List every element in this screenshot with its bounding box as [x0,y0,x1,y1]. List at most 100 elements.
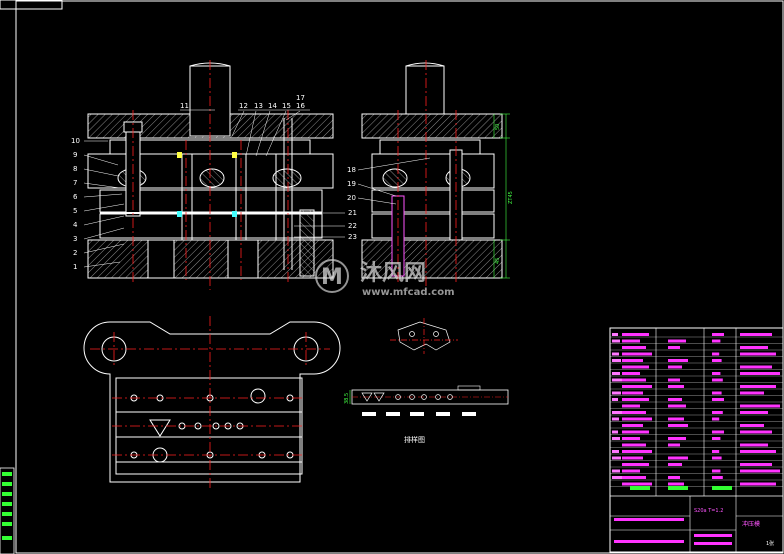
bom-cell [712,391,722,395]
callout-4: 4 [73,221,78,229]
callout-20: 20 [347,194,356,202]
bom-cell [622,359,643,362]
watermark-brand: 沐风网 [360,261,426,286]
bom-cell [740,365,772,369]
bom-cell [740,372,780,375]
bom-cell [622,430,649,434]
bom-cell [622,411,646,414]
bom-cell [712,437,721,440]
callout-5: 5 [73,207,77,215]
bom-cell [712,339,721,343]
bom-cell [612,333,618,336]
bom-cell [612,437,620,440]
dim-top-text: 50 [495,124,501,130]
bom-cell [612,411,622,414]
bom-cell [668,424,688,427]
bom-cell [622,385,652,388]
strip-layout: 38.5 排样图 [344,385,509,444]
title-scale: S20a T=1.2 [694,508,723,514]
bom-cell [622,476,646,479]
callout-6: 6 [73,193,78,201]
bom-cell [740,352,776,356]
bom-cell [622,339,640,343]
callout-1: 1 [73,263,77,271]
bom-cell [622,482,652,486]
bom-cell [612,450,619,453]
bom-cell [740,450,776,453]
bom-cell [740,411,768,414]
callout-21: 21 [348,209,357,217]
bom-cell [612,456,621,460]
bom-cell [668,365,682,369]
bom-cell [740,385,776,388]
callout-11: 11 [180,102,189,110]
bom-cell [622,456,643,460]
bom-cell [622,424,643,427]
bom-cell [712,417,720,421]
bom-cell [668,346,680,349]
bom-cell [668,398,682,401]
callout-15: 15 [282,102,291,110]
bom-cell [622,333,649,336]
height-dimension: 50 ZT45 45 [493,113,514,279]
dim-total-text: ZT45 [508,191,514,204]
bill-of-materials: S20a T=1.2 冲压模 1张 [609,327,784,553]
bom-cell [712,456,722,460]
plan-view [83,321,341,483]
bom-cell [740,430,772,434]
bom-cell [622,372,640,375]
bom-cell [712,333,724,336]
watermark: M 沐风网 www.mfcad.com [315,259,455,298]
callout-9: 9 [73,151,77,159]
bom-cell [740,346,768,349]
part-detail [390,318,458,354]
callout-13: 13 [254,102,263,110]
bom-cell [622,391,643,395]
bom-cell [668,385,684,388]
bom-cell [668,404,686,408]
bom-cell [740,463,772,466]
bom-cell [668,437,686,440]
callout-23: 23 [348,233,357,241]
bom-cell [712,378,723,382]
strip-dim-text: 38.5 [344,393,350,404]
bom-cell [622,365,649,369]
bom-cell [712,398,724,401]
bom-cell [712,411,723,414]
bom-cell [622,463,649,466]
bom-cell [622,346,646,349]
bom-cell [740,404,780,408]
watermark-url: www.mfcad.com [362,287,455,298]
bom-cell [668,456,688,460]
bom-cell [740,391,764,395]
bom-cell [668,378,680,382]
bom-cell [612,476,622,479]
callouts-top: 11 12 13 14 15 16 17 [180,94,310,157]
bom-cell [612,378,622,382]
bom-cell [668,463,682,466]
dim-bottom-text: 45 [495,258,501,264]
plan-centerlines [90,316,330,488]
bom-cell [622,469,640,473]
bom-cell [712,469,721,473]
callout-10: 10 [71,137,80,145]
title-drawing-name: 冲压模 [742,520,760,528]
callout-2: 2 [73,249,77,257]
bom-cell [612,372,620,375]
bom-cell [612,430,618,434]
callout-3: 3 [73,235,77,243]
bom-cell [612,339,620,343]
bom-cell [612,359,621,362]
bom-cell [740,333,772,336]
strip-caption: 排样图 [404,435,425,444]
bom-cell [740,424,764,427]
bom-cell [668,443,680,447]
title-sheet: 1张 [766,540,774,547]
bom-cell [612,469,620,473]
callout-17: 17 [296,94,305,102]
bom-cell [622,398,649,401]
bom-cell [612,391,621,395]
callout-22: 22 [348,222,357,230]
